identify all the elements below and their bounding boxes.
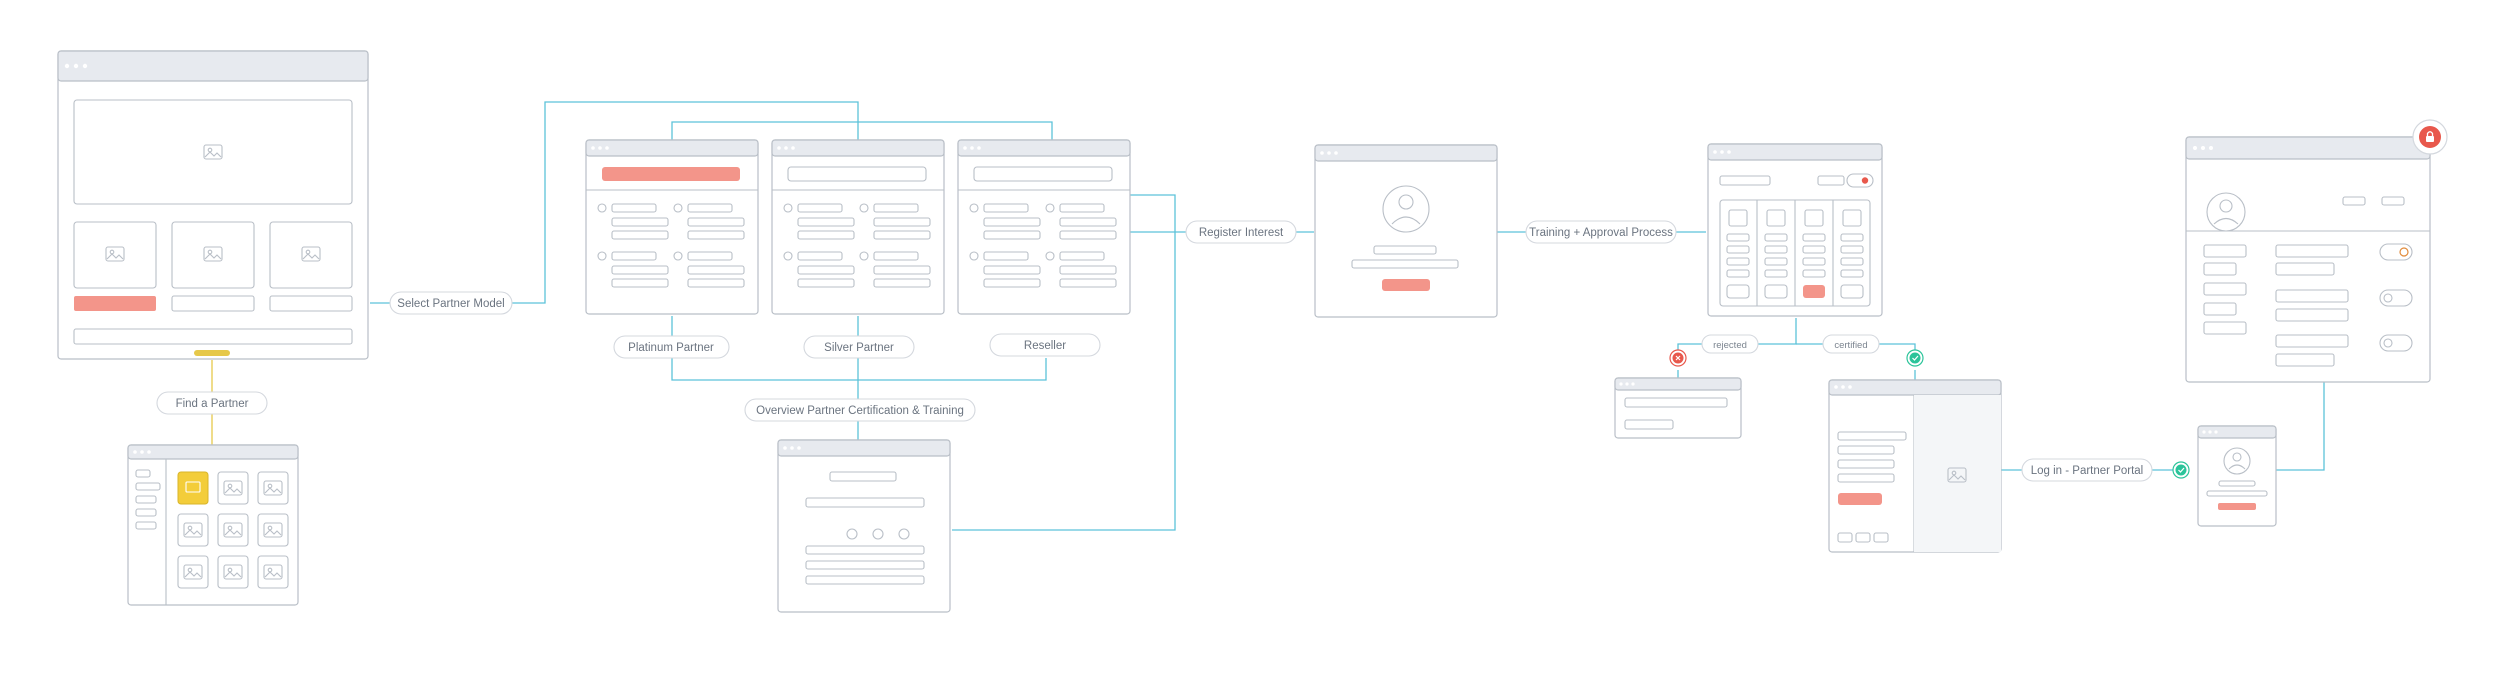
connectors [211,101,2325,531]
connector-portal [2276,382,2325,471]
flow-labels: Select Partner Model Find a Partner Plat… [156,220,2153,482]
toggle-icon [2379,243,2413,261]
cta-button [74,296,156,311]
label-select-partner-model: Select Partner Model [397,298,504,310]
toggle-icon [2379,289,2413,307]
label-platinum-partner: Platinum Partner [628,342,714,354]
register-interest-wireframe [1314,144,1498,318]
certified-check-icon [1906,349,1924,367]
connector-partner-top [671,121,1053,140]
certified-check-icon [2172,461,2190,479]
label-reseller: Reseller [1024,340,1066,352]
avatar-icon [1382,185,1430,233]
home-page-wireframe [57,50,369,360]
label-register-interest: Register Interest [1199,227,1284,239]
label-certified: certified [1834,340,1867,351]
login-wireframe [2197,425,2277,527]
training-approval-wireframe [1707,143,1883,317]
rejected-wireframe [1614,377,1742,439]
label-overview-certification: Overview Partner Certification & Trainin… [756,405,964,417]
platinum-partner-wireframe [585,139,759,315]
lock-icon [2412,119,2448,155]
toggle-icon [2379,334,2413,352]
overview-certification-wireframe [777,439,951,613]
certified-wireframe [1828,379,2002,553]
avatar-icon [2223,447,2251,475]
avatar-icon [2206,192,2246,232]
label-find-a-partner: Find a Partner [176,398,249,410]
find-partner-wireframe [127,444,299,606]
label-training-approval: Training + Approval Process [1529,227,1673,239]
reject-x-icon [1669,349,1687,367]
partner-portal-wireframe [2185,136,2431,383]
register-button [1382,279,1430,291]
silver-partner-wireframe [771,139,945,315]
connector-reseller-overview [952,194,1176,531]
toggle-icon [1846,173,1874,188]
label-login-partner-portal: Log in - Partner Portal [2031,465,2144,477]
label-silver-partner: Silver Partner [824,342,894,354]
reseller-wireframe [957,139,1131,315]
label-rejected: rejected [1713,340,1747,351]
find-partner-link [194,350,230,356]
